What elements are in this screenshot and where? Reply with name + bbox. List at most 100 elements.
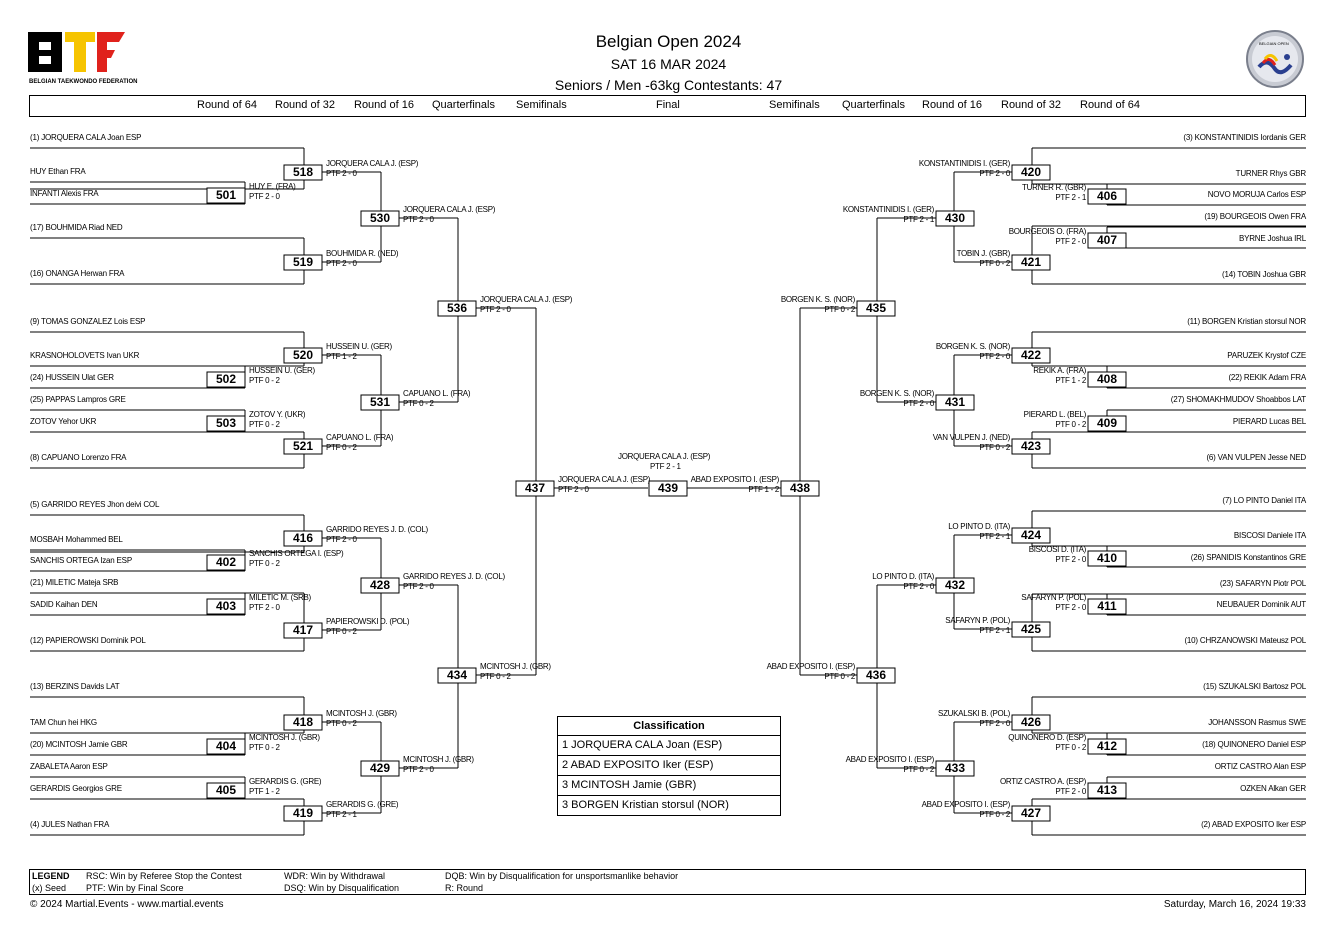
seal-caption: BELGIAN OPEN [1259,41,1289,46]
round-label: Round of 64 [1080,99,1140,111]
competitor-name: GERARDIS Georgios GRE [30,784,122,793]
match-score: PTF 0 - 2 [903,765,934,774]
match-number: 438 [789,481,811,495]
legend-ptf: PTF: Win by Final Score [86,883,184,893]
competitor-name: KRASNOHOLOVETS Ivan UKR [30,351,140,360]
match-score: PTF 2 - 0 [326,169,357,178]
classification-row: 3 BORGEN Kristian storsul (NOR) [562,799,729,811]
match-box [935,394,975,411]
match-box [283,714,323,731]
match-winner: CAPUANO L. (FRA) [326,433,394,442]
match-number: 408 [1096,372,1118,386]
legend-round: R: Round [445,883,484,893]
match-score: PTF 2 - 0 [979,352,1010,361]
competitor-name: ZABALETA Aaron ESP [30,762,108,771]
match-box [360,577,400,594]
match-box [856,667,896,684]
competitor-name: (3) KONSTANTINIDIS Iordanis GER [1183,133,1306,142]
match-box [283,164,323,181]
match-winner: CAPUANO L. (FRA) [403,389,471,398]
match-box [283,254,323,271]
match-box [1087,738,1127,755]
match-number: 536 [446,301,468,315]
match-number: 501 [215,188,237,202]
match-box [648,480,688,497]
match-winner: JORQUERA CALA J. (ESP) [403,205,496,214]
match-number: 407 [1096,233,1118,247]
competitor-name: PARUZEK Krystof CZE [1227,351,1306,360]
competitor-name: JOHANSSON Rasmus SWE [1208,718,1306,727]
legend-wdr: WDR: Win by Withdrawal [284,871,386,881]
match-winner: JORQUERA CALA J. (ESP) [480,295,573,304]
match-winner: ABAD EXPOSITO I. (ESP) [766,662,856,671]
match-winner: QUINONERO D. (ESP) [1008,733,1086,742]
match-winner: GERARDIS G. (GRE) [249,777,322,786]
match-number: 410 [1096,551,1118,565]
match-winner: SANCHIS ORTEGA I. (ESP) [249,549,344,558]
match-winner: HUY E. (FRA) [249,182,296,191]
match-winner: KONSTANTINIDIS I. (GER) [918,159,1010,168]
competitor-name: (21) MILETIC Mateja SRB [30,578,119,587]
match-box [1011,347,1051,364]
match-winner: JORQUERA CALA J. (ESP) [618,452,711,461]
event-date: SAT 16 MAR 2024 [610,56,727,72]
match-score: PTF 0 - 2 [326,443,357,452]
competitor-name: (26) SPANIDIS Konstantinos GRE [1190,553,1306,562]
classification-table: Classification 1 JORQUERA CALA Joan (ESP… [557,716,781,816]
match-box [1087,371,1127,388]
round-label: Quarterfinals [842,99,905,111]
competitor-name: (12) PAPIEROWSKI Dominik POL [30,636,146,645]
match-score: PTF 2 - 0 [903,399,934,408]
competitor-name: SADID Kaihan DEN [30,600,98,609]
match-number: 439 [657,481,679,495]
competitor-name: (2) ABAD EXPOSITO Iker ESP [1201,820,1306,829]
match-winner: SAFARYN P. (POL) [945,616,1010,625]
match-box [206,782,246,799]
match-number: 403 [215,599,237,613]
match-score: PTF 2 - 0 [326,259,357,268]
classification-title: Classification [558,717,780,736]
match-score: PTF 2 - 1 [326,810,357,819]
match-number: 402 [215,555,237,569]
match-number: 434 [446,668,468,682]
competitor-name: TAM Chun hei HKG [30,718,97,727]
match-box [935,210,975,227]
match-score: PTF 2 - 0 [249,192,280,201]
match-box [1087,415,1127,432]
competitor-name: (4) JULES Nathan FRA [30,820,110,829]
match-box [206,738,246,755]
match-box [206,554,246,571]
match-winner: HUSSEIN U. (GER) [249,366,315,375]
match-box [1087,232,1127,249]
match-score: PTF 2 - 0 [1055,555,1086,564]
match-score: PTF 0 - 2 [249,376,280,385]
round-label: Round of 16 [354,99,414,111]
match-score: PTF 2 - 0 [979,169,1010,178]
match-number: 413 [1096,783,1118,797]
competitor-name: SANCHIS ORTEGA Izan ESP [30,556,132,565]
competitor-name: ORTIZ CASTRO Alan ESP [1214,762,1306,771]
btf-logo-mark [28,32,125,72]
competitor-name: (13) BERZINS Davids LAT [30,682,120,691]
competitor-name: (20) MCINTOSH Jamie GBR [30,740,128,749]
match-box [360,210,400,227]
competitor-name: (19) BOURGEOIS Owen FRA [1204,212,1306,221]
round-label: Round of 64 [197,99,257,111]
match-score: PTF 0 - 2 [1055,743,1086,752]
match-winner: REKIK A. (FRA) [1033,366,1086,375]
match-number: 421 [1020,255,1042,269]
match-number: 521 [292,439,314,453]
match-score: PTF 2 - 1 [903,215,934,224]
legend-seed: (x) Seed [32,883,67,893]
match-box [360,394,400,411]
competitor-name: NOVO MORUJA Carlos ESP [1207,190,1306,199]
match-box [1011,254,1051,271]
match-winner: GARRIDO REYES J. D. (COL) [403,572,505,581]
match-number: 404 [215,739,237,753]
match-winner: SZUKALSKI B. (POL) [938,709,1010,718]
match-score: PTF 0 - 2 [979,259,1010,268]
match-winner: SAFARYN P. (POL) [1021,593,1086,602]
competitor-name: (11) BORGEN Kristian storsul NOR [1187,317,1306,326]
competitor-name: (23) SAFARYN Piotr POL [1219,579,1306,588]
competitor-name: NEUBAUER Dominik AUT [1216,600,1307,609]
